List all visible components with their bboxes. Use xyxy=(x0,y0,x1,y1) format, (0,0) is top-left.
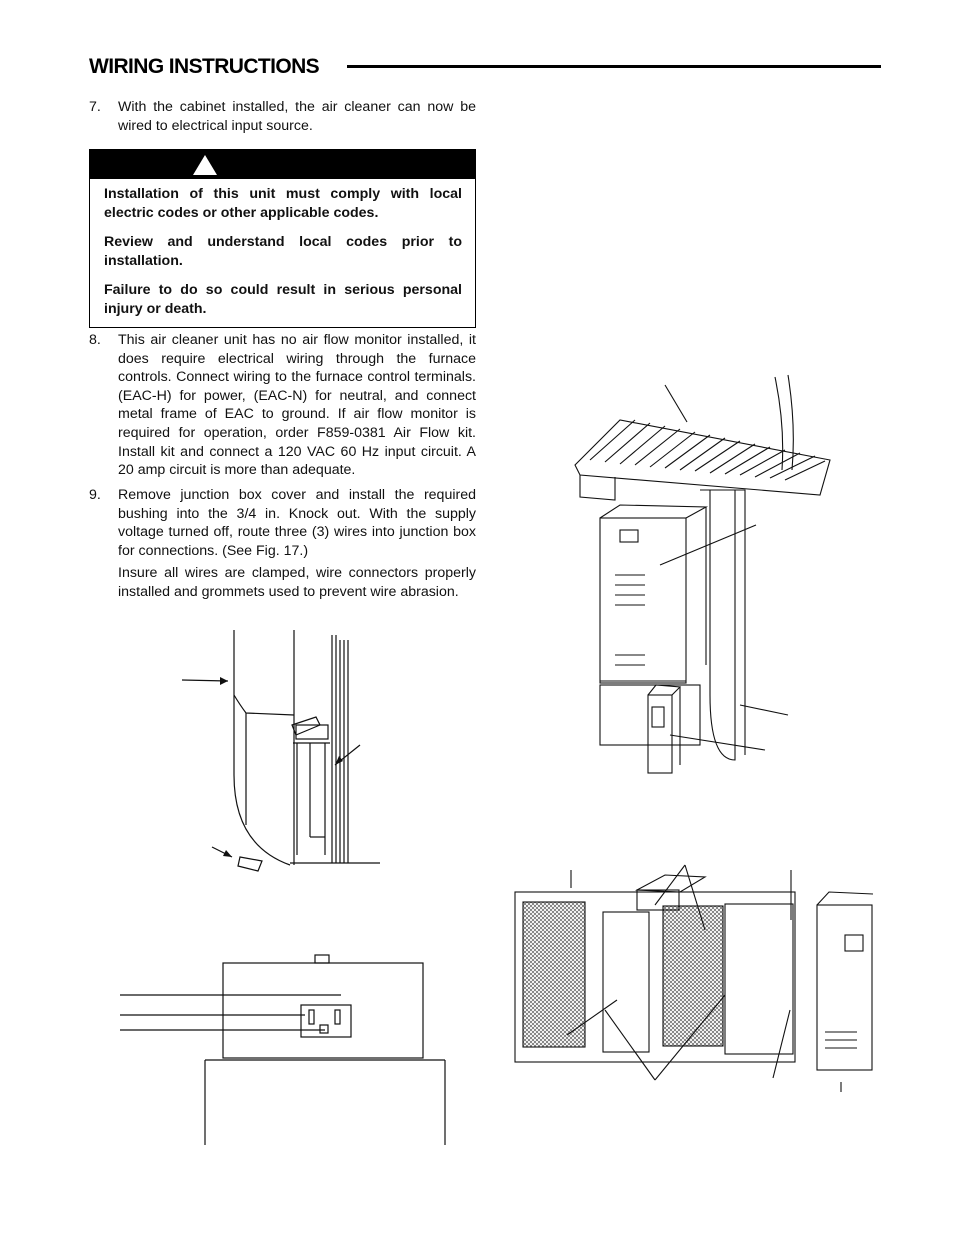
junction-box-wiring-diagram xyxy=(120,954,446,1145)
furnace-air-cleaner-installation-illustration xyxy=(574,374,831,774)
step-text: Insure all wires are clamped, wire conne… xyxy=(118,565,476,600)
warning-triangle-icon xyxy=(193,155,217,175)
step-text: This air cleaner unit has no air flow mo… xyxy=(118,332,476,479)
step-number: 8. xyxy=(89,332,101,348)
page-title: WIRING INSTRUCTIONS xyxy=(89,55,320,78)
step-9: 9. Remove junction box cover and install… xyxy=(89,486,476,602)
warning-text: Review and understand local codes prior … xyxy=(104,234,462,269)
cabinet-junction-box-illustration xyxy=(181,630,380,872)
warning-box: Installation of this unit must comply wi… xyxy=(89,149,476,328)
warning-text: Failure to do so could result in serious… xyxy=(104,282,462,317)
warning-header-bar xyxy=(90,150,475,179)
step-8: 8. This air cleaner unit has no air flow… xyxy=(89,331,476,480)
step-text: Remove junction box cover and install th… xyxy=(118,487,476,559)
header-rule xyxy=(347,65,881,68)
step-number: 7. xyxy=(89,99,101,115)
step-number: 9. xyxy=(89,487,101,503)
section-header: WIRING INSTRUCTIONS xyxy=(89,54,881,82)
air-cleaner-exploded-view-illustration xyxy=(514,864,874,1092)
warning-text: Installation of this unit must comply wi… xyxy=(104,186,462,221)
step-7: 7. With the cabinet installed, the air c… xyxy=(89,98,476,135)
step-text: With the cabinet installed, the air clea… xyxy=(118,99,476,134)
